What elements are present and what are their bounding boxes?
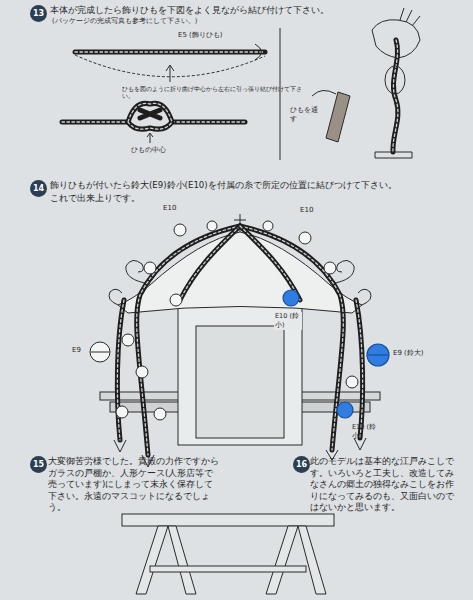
bell-small: [170, 294, 182, 306]
loop: [385, 66, 405, 94]
step-number-text: 16: [296, 461, 307, 469]
bells: [90, 221, 389, 420]
stand-leg: [266, 526, 326, 594]
instruction-text: ひもを図のように折り曲げ中心から左右に引っ張り結び付けて下さい。: [122, 86, 308, 101]
decor-rope: [180, 226, 240, 300]
part-label: E10: [300, 206, 330, 215]
decor-string: [75, 50, 265, 55]
bell-small-blue: [283, 290, 299, 306]
tying-figure: [280, 8, 420, 160]
decor-string: [393, 40, 398, 152]
body: [178, 305, 302, 445]
part-label: E10 (鈴小): [352, 423, 380, 441]
decor-string: [62, 121, 245, 122]
bell-small: [116, 406, 128, 418]
bell-small: [144, 262, 156, 274]
bell-small: [263, 221, 273, 231]
bell-slit: [91, 352, 109, 353]
step-number-text: 14: [33, 185, 44, 193]
step-number: 13: [30, 5, 47, 22]
knot: [140, 110, 160, 118]
fold-end: [255, 44, 262, 60]
instruction-text: 此のモデルは基本的な江戸みこしです。いろいろと工夫し、改造してみなさんの郷土の独…: [310, 456, 462, 514]
thread: [312, 90, 336, 96]
bell-large: [90, 342, 110, 362]
decor-rope: [137, 226, 240, 455]
instruction-text: ひもの中心: [131, 146, 191, 155]
bell-small: [207, 221, 217, 231]
part-label: E9: [72, 346, 88, 355]
knot: [128, 103, 172, 129]
bell-small: [324, 262, 336, 274]
mikoshi-figure: [90, 214, 389, 467]
arrow: [166, 65, 174, 82]
roof: [118, 232, 362, 313]
instruction-text: E5 (飾りひも): [178, 31, 268, 40]
bell-slit: [368, 354, 388, 355]
door: [196, 326, 284, 438]
instruction-text: ひもを通す: [290, 106, 324, 124]
instruction-text: 大変御苦労様でした。貴殿の力作ですからガラスの戸棚か、人形ケース(人形店等で売っ…: [48, 456, 220, 514]
decor-rope: [240, 226, 343, 450]
decor-string: [62, 120, 245, 125]
decor-rope: [356, 300, 363, 438]
bell-small: [174, 224, 186, 236]
decor-rope: [180, 226, 240, 300]
part-label: E10 (鈴小): [274, 312, 302, 330]
base-bar: [375, 152, 412, 158]
step-number: 16: [293, 456, 310, 473]
decor-rope: [356, 300, 363, 438]
decor-string: [393, 40, 398, 152]
bell-small: [299, 232, 311, 244]
decor-string: [75, 51, 265, 52]
bell-small: [154, 408, 166, 420]
step-number: 14: [30, 180, 47, 197]
stick: [326, 92, 350, 142]
stand-figure: [122, 514, 334, 594]
instruction-text: 本体が完成したら飾りひもを下図をよく見ながら結び付けて下さい。: [50, 5, 450, 17]
bell-small: [136, 366, 148, 378]
bell-large-blue: [367, 344, 389, 366]
instruction-text: (パッケージの完成写真も参考にして下さい。): [52, 17, 352, 26]
decor-rope: [240, 226, 300, 300]
knot-figure: [62, 103, 245, 143]
instruction-text: 飾りひもが付いたら鈴大(E9)鈴小(E10)を付属の糸で所定の位置に結びつけて下…: [50, 180, 460, 192]
arrow: [147, 133, 153, 143]
stand-top: [122, 514, 334, 526]
decor-rope: [117, 300, 124, 440]
fingers: [400, 8, 420, 26]
stand-leg: [136, 526, 196, 594]
decor-rope: [240, 226, 343, 450]
step-number-text: 15: [33, 461, 44, 469]
bell-small-blue: [337, 402, 353, 418]
decor-rope: [117, 300, 124, 440]
step-number-text: 13: [33, 10, 44, 18]
instruction-text: これで出来上りです。: [50, 193, 250, 205]
divider: [280, 28, 281, 160]
decor-rope: [240, 226, 300, 300]
eave-curl: [109, 289, 122, 305]
stand-bar: [150, 566, 306, 572]
part-label: E10: [163, 204, 193, 213]
string-fold-figure: [75, 44, 265, 82]
step-number: 15: [30, 456, 47, 473]
part-label: E9 (鈴大): [393, 349, 453, 358]
bell-small: [346, 376, 358, 388]
eave-curl: [358, 289, 371, 305]
decor-rope: [137, 226, 240, 455]
knot: [128, 103, 172, 129]
bell-small: [122, 334, 134, 346]
